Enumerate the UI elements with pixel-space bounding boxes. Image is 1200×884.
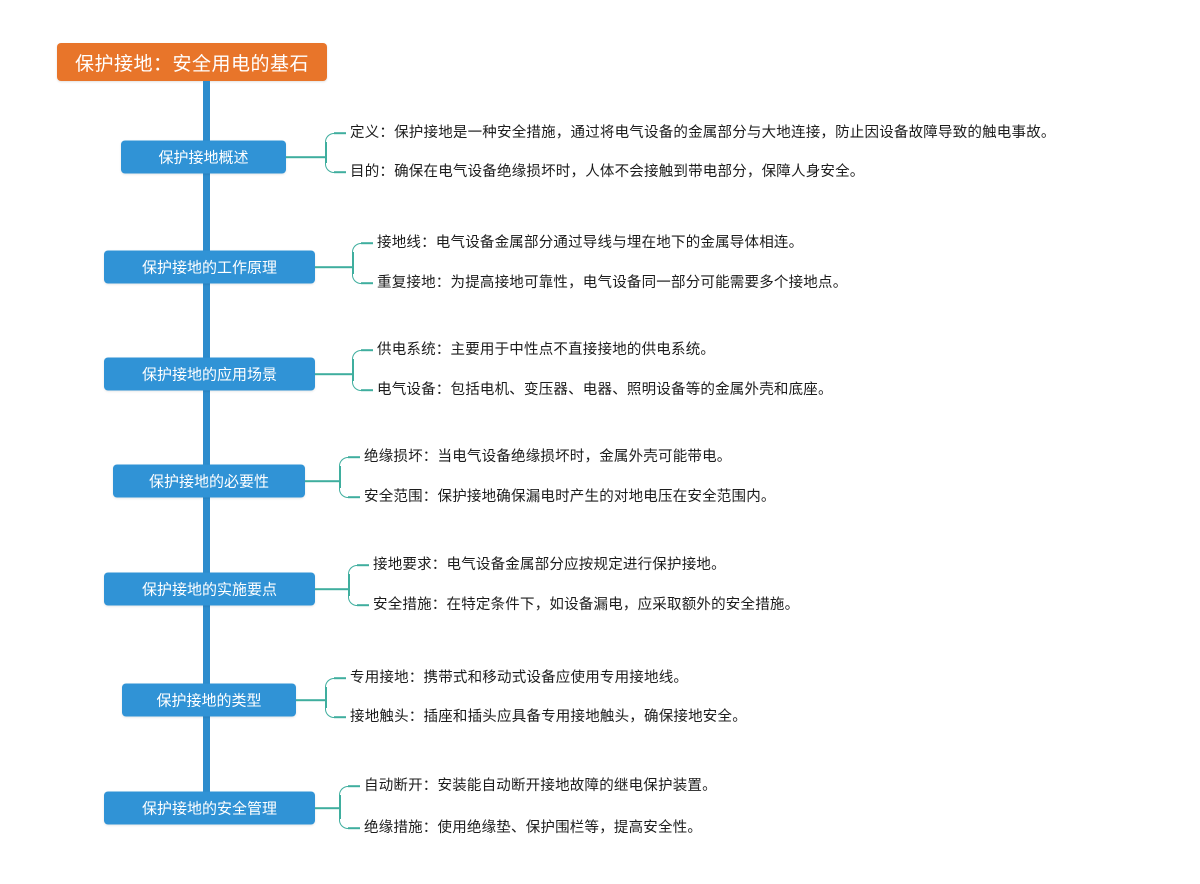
leaf-connector-line <box>357 604 369 606</box>
leaf-connector-line <box>348 827 360 829</box>
fork-corner-top <box>352 350 362 360</box>
root-node[interactable]: 保护接地：安全用电的基石 <box>57 43 328 81</box>
leaf-connector-line <box>348 456 360 458</box>
branch-stub-line <box>315 588 348 590</box>
branch-node[interactable]: 保护接地的必要性 <box>113 464 305 498</box>
branch-stub-line <box>296 699 325 701</box>
leaf-connector-line <box>334 171 346 173</box>
fork-spine <box>352 252 354 274</box>
leaf-connector-line <box>361 282 373 284</box>
leaf-text[interactable]: 安全措施：在特定条件下，如设备漏电，应采取额外的安全措施。 <box>373 596 800 613</box>
leaf-text[interactable]: 自动断开：安装能自动断开接地故障的继电保护装置。 <box>364 777 717 794</box>
leaf-text[interactable]: 接地要求：电气设备金属部分应按规定进行保护接地。 <box>373 556 726 573</box>
leaf-text[interactable]: 供电系统：主要用于中性点不直接接地的供电系统。 <box>377 341 716 358</box>
leaf-text[interactable]: 绝缘损坏：当电气设备绝缘损坏时，金属外壳可能带电。 <box>364 448 732 465</box>
leaf-connector-line <box>348 785 360 787</box>
branch-stub-line <box>315 807 339 809</box>
branch-stub-line <box>286 156 325 158</box>
leaf-connector-line <box>361 349 373 351</box>
branch-node[interactable]: 保护接地的应用场景 <box>104 357 315 391</box>
fork-corner-top <box>325 133 335 143</box>
fork-spine <box>339 466 341 488</box>
leaf-connector-line <box>361 389 373 391</box>
leaf-connector-line <box>334 716 346 718</box>
fork-spine <box>352 359 354 381</box>
trunk-line <box>203 81 210 816</box>
fork-spine <box>325 142 327 163</box>
branch-node[interactable]: 保护接地的类型 <box>122 683 296 717</box>
leaf-text[interactable]: 接地触头：插座和插头应具备专用接地触头，确保接地安全。 <box>350 708 747 725</box>
fork-corner-top <box>352 243 362 253</box>
leaf-text[interactable]: 安全范围：保护接地确保漏电时产生的对地电压在安全范围内。 <box>364 488 776 505</box>
leaf-text[interactable]: 专用接地：携带式和移动式设备应使用专用接地线。 <box>350 669 689 686</box>
leaf-text[interactable]: 电气设备：包括电机、变压器、电器、照明设备等的金属外壳和底座。 <box>377 381 833 398</box>
fork-spine <box>325 687 327 708</box>
branch-node[interactable]: 保护接地的工作原理 <box>104 250 315 284</box>
leaf-connector-line <box>334 677 346 679</box>
leaf-text[interactable]: 接地线：电气设备金属部分通过导线与埋在地下的金属导体相连。 <box>377 234 804 251</box>
fork-spine <box>348 574 350 596</box>
branch-stub-line <box>315 373 352 375</box>
leaf-connector-line <box>348 496 360 498</box>
leaf-text[interactable]: 绝缘措施：使用绝缘垫、保护围栏等，提高安全性。 <box>364 819 703 836</box>
leaf-connector-line <box>361 242 373 244</box>
leaf-text[interactable]: 重复接地：为提高接地可靠性，电气设备同一部分可能需要多个接地点。 <box>377 274 848 291</box>
leaf-text[interactable]: 定义：保护接地是一种安全措施，通过将电气设备的金属部分与大地连接，防止因设备故障… <box>350 124 1056 141</box>
branch-stub-line <box>315 266 352 268</box>
branch-node[interactable]: 保护接地的实施要点 <box>104 572 315 606</box>
branch-stub-line <box>305 480 339 482</box>
branch-node[interactable]: 保护接地概述 <box>121 140 286 174</box>
fork-corner-top <box>339 786 349 796</box>
leaf-text[interactable]: 目的：确保在电气设备绝缘损坏时，人体不会接触到带电部分，保障人身安全。 <box>350 163 865 180</box>
leaf-connector-line <box>334 132 346 134</box>
fork-corner-top <box>325 678 335 688</box>
branch-node[interactable]: 保护接地的安全管理 <box>104 791 315 825</box>
fork-corner-top <box>348 565 358 575</box>
fork-spine <box>339 795 341 819</box>
leaf-connector-line <box>357 564 369 566</box>
fork-corner-top <box>339 457 349 467</box>
